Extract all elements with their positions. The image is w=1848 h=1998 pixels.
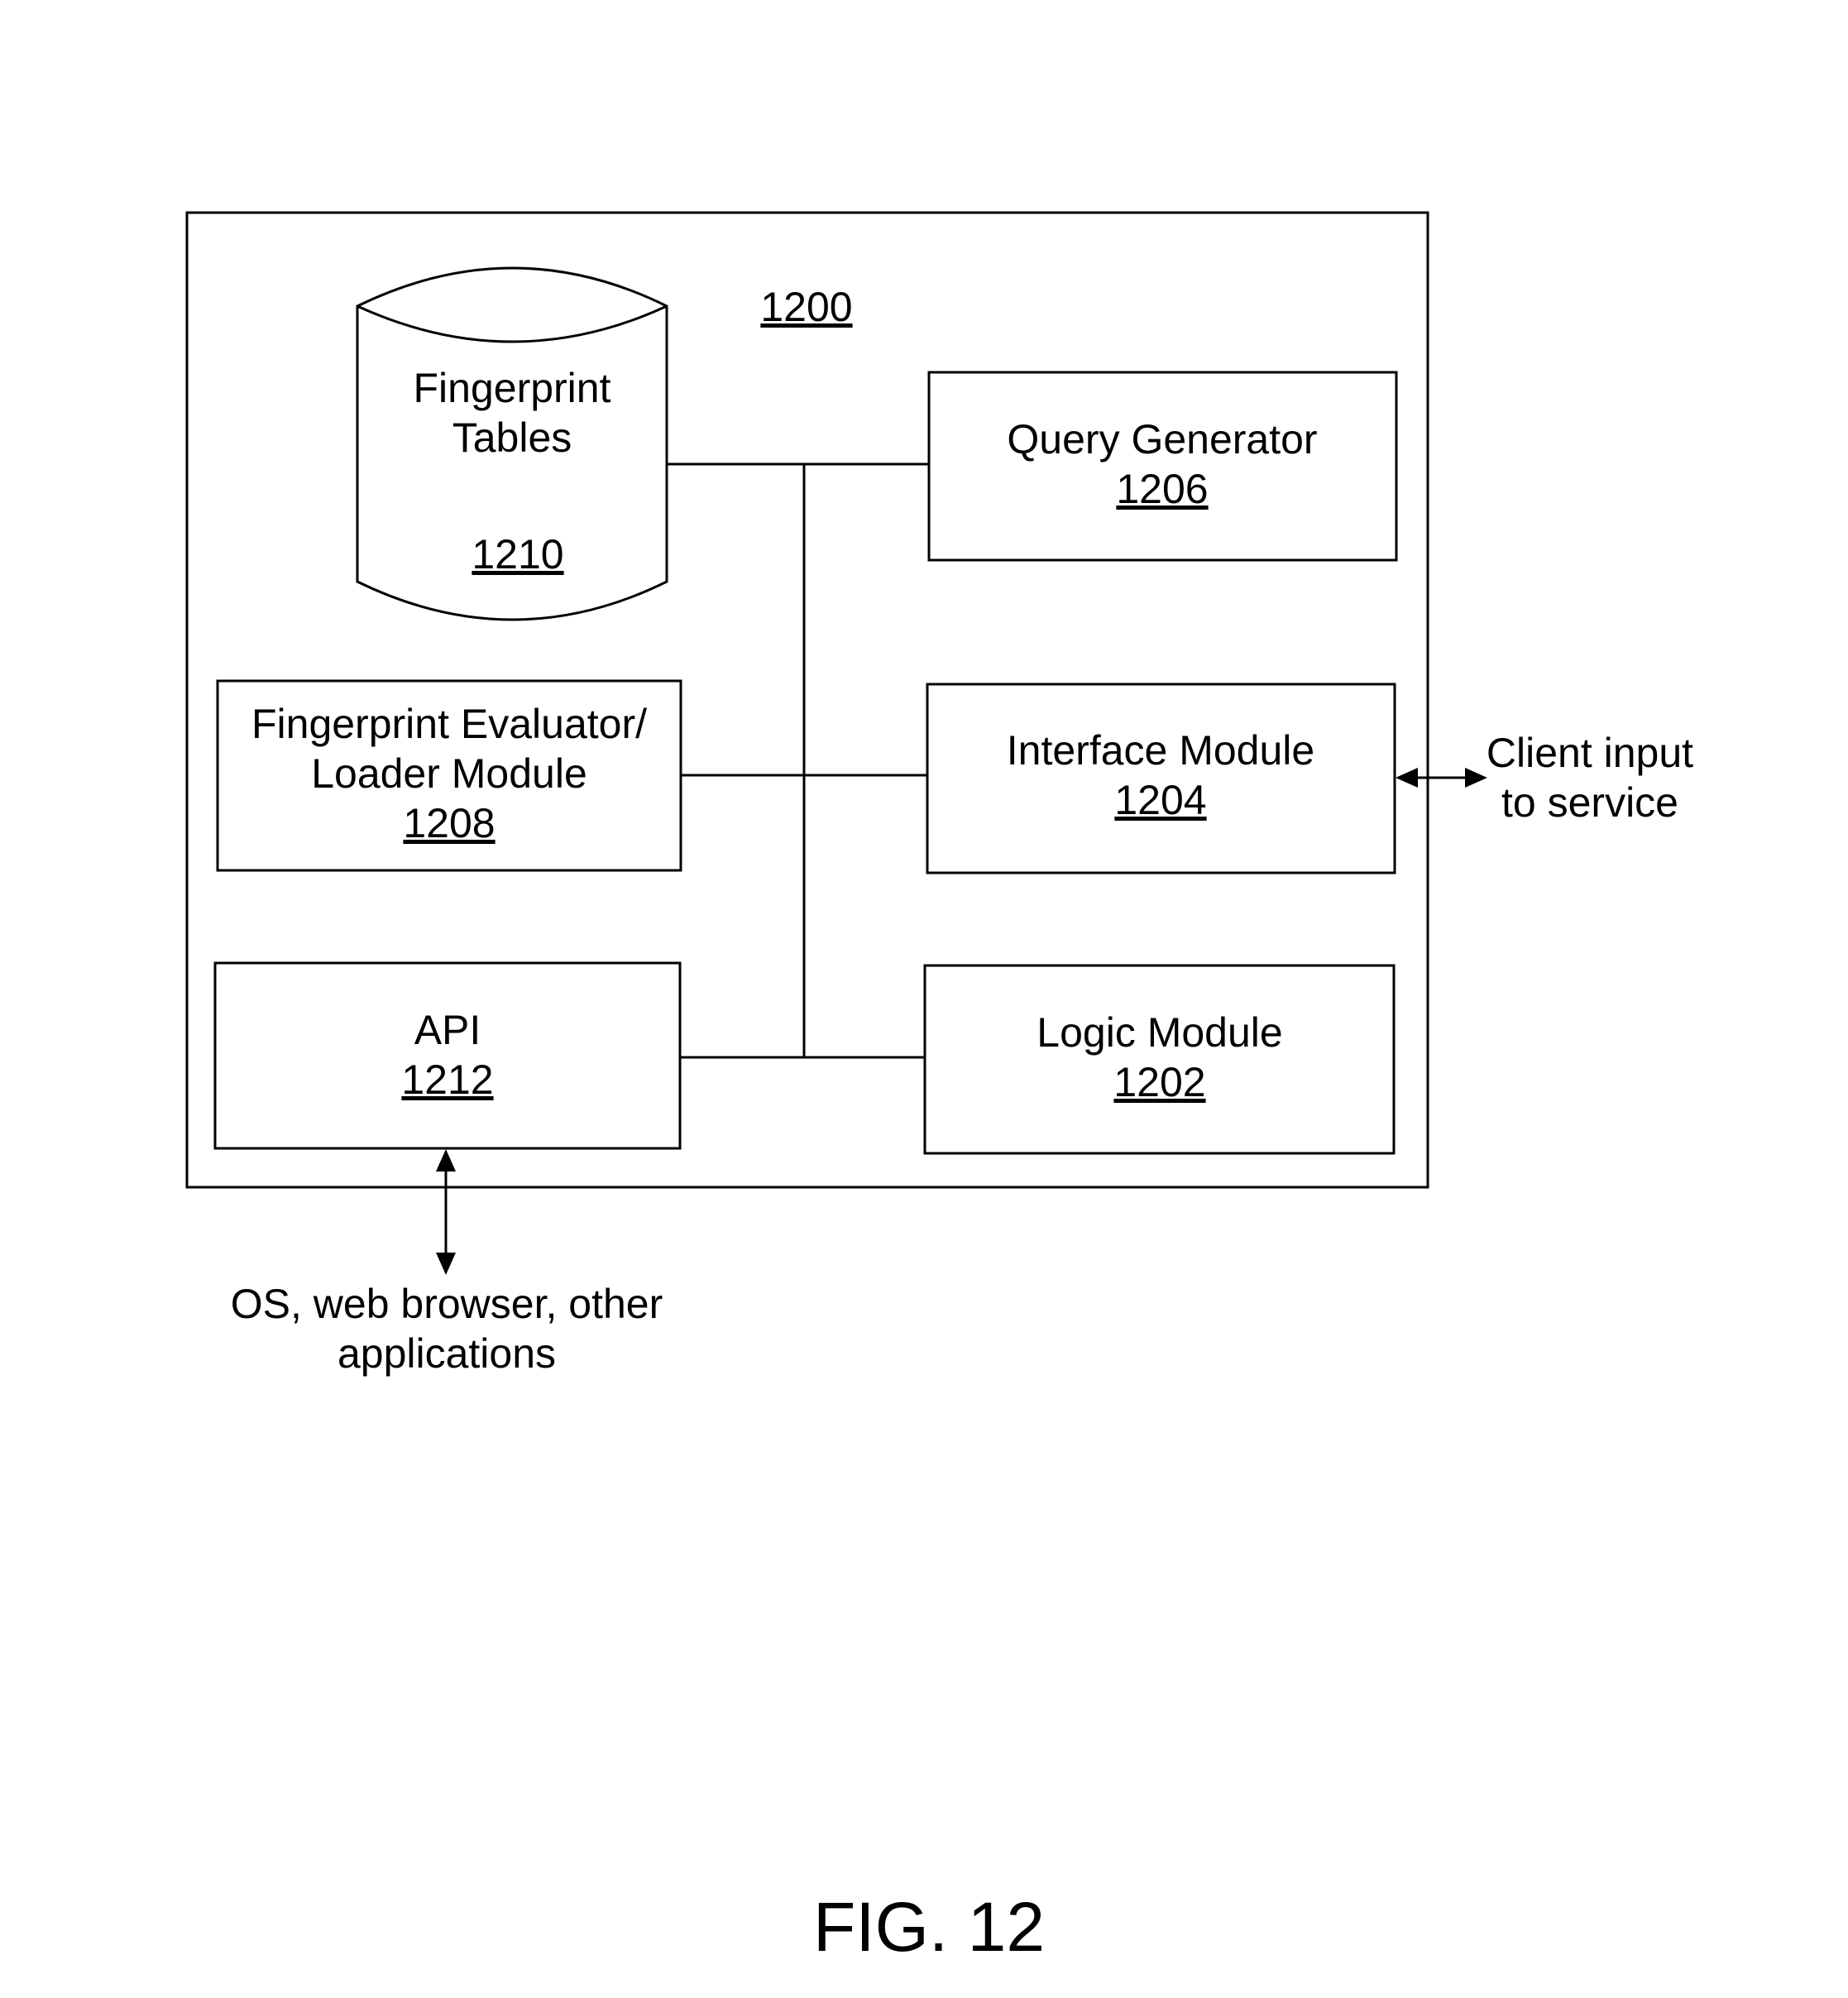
interface-module-label: Interface Module xyxy=(1007,727,1314,774)
query-generator-label: Query Generator xyxy=(1007,416,1317,462)
api-ref-number: 1212 xyxy=(401,1056,493,1103)
evaluator-label-line2: Loader Module xyxy=(311,750,587,797)
interface-module-ref-number: 1204 xyxy=(1114,777,1206,823)
figure-caption: FIG. 12 xyxy=(813,1888,1045,1966)
api-block: API 1212 xyxy=(215,963,680,1148)
system-ref-number: 1200 xyxy=(760,284,852,330)
logic-module-label: Logic Module xyxy=(1037,1009,1282,1056)
evaluator-label-line1: Fingerprint Evaluator/ xyxy=(251,701,647,747)
fingerprint-tables-label-line2: Tables xyxy=(452,414,572,461)
connection-bus xyxy=(667,464,929,1057)
logic-module-block: Logic Module 1202 xyxy=(925,965,1394,1153)
client-input-label-line2: to service xyxy=(1501,779,1678,826)
logic-module-ref-number: 1202 xyxy=(1113,1059,1205,1105)
fingerprint-tables-ref-number: 1210 xyxy=(472,531,563,577)
fingerprint-tables-label-line1: Fingerprint xyxy=(414,365,611,411)
os-applications-label-line1: OS, web browser, other xyxy=(231,1281,663,1327)
fingerprint-tables-database: Fingerprint Tables 1210 xyxy=(357,268,667,620)
query-generator-ref-number: 1206 xyxy=(1116,466,1208,512)
api-label: API xyxy=(414,1007,481,1053)
fingerprint-evaluator-loader-block: Fingerprint Evaluator/ Loader Module 120… xyxy=(218,681,681,870)
client-input-label-line1: Client input xyxy=(1487,730,1693,776)
query-generator-block: Query Generator 1206 xyxy=(929,372,1396,560)
evaluator-ref-number: 1208 xyxy=(403,800,495,846)
interface-module-block: Interface Module 1204 xyxy=(927,684,1395,873)
os-applications-label-line2: applications xyxy=(338,1330,556,1377)
